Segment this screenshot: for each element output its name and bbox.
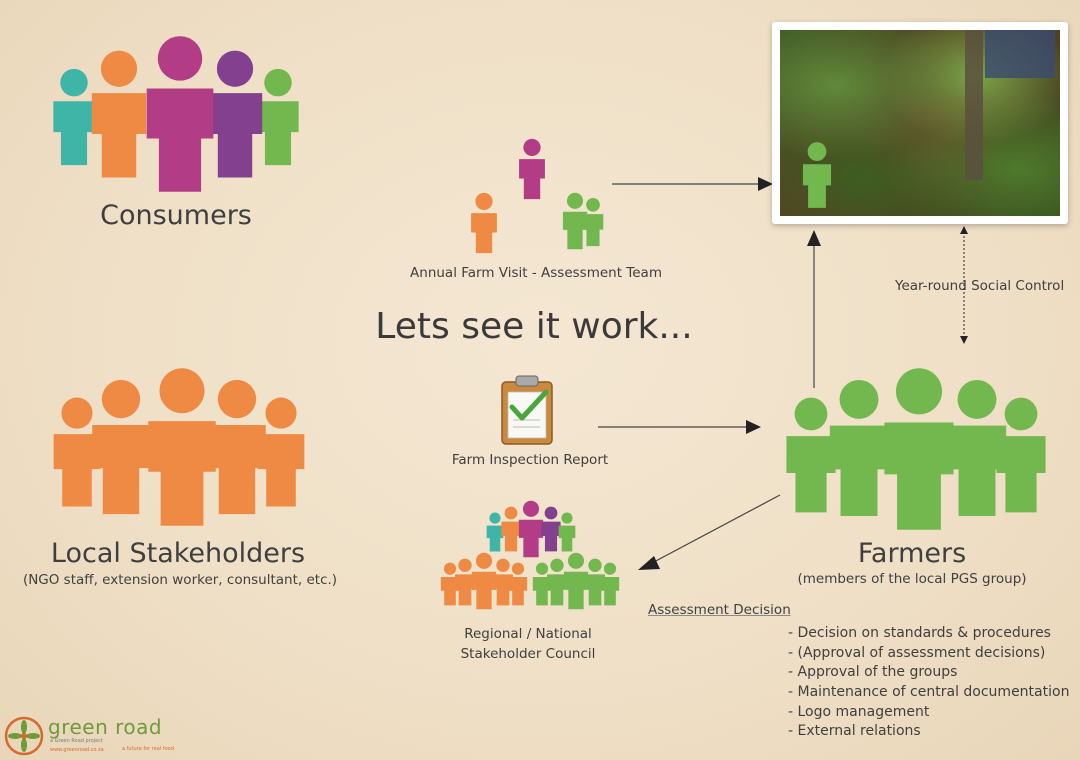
arrow-head-farmers-to-council (638, 556, 660, 570)
social-control-label: Year-round Social Control (895, 278, 1065, 294)
decision-list: - Decision on standards & procedures - (… (788, 624, 1069, 742)
inspection-report-label: Farm Inspection Report (451, 452, 609, 468)
logo-slogan: a future for real food (122, 746, 174, 752)
decision-item: - (Approval of assessment decisions) (788, 644, 1046, 661)
farmers-label: Farmers (857, 538, 967, 569)
farm-photo-image (780, 30, 1060, 216)
farmers-group-icon (786, 368, 1046, 530)
local-stakeholders-subtitle: (NGO staff, extension worker, consultant… (22, 572, 338, 588)
arrow-head-social-control-up (960, 226, 968, 234)
arrow-head-farmers-to-farm (807, 230, 821, 246)
decision-item: - Decision on standards & procedures (788, 625, 1051, 641)
flow-arrows (598, 177, 968, 570)
consumers-label: Consumers (100, 200, 252, 231)
council-label-line1: Regional / National (464, 626, 592, 642)
decision-item: - Maintenance of central documentation (788, 684, 1070, 701)
assessment-decision-title: Assessment Decision (648, 602, 791, 618)
farm-photo-figure (802, 30, 1055, 208)
clipboard-check-icon (501, 375, 553, 445)
local-stakeholders-label: Local Stakeholders (50, 538, 306, 569)
council-label-line2: Stakeholder Council (460, 646, 596, 662)
consumers-group-icon (53, 36, 299, 192)
arrow-head-team-to-farm (758, 177, 773, 191)
arrow-farmers-to-council (651, 494, 781, 564)
local-stakeholders-group-icon (53, 368, 305, 526)
decision-item: - Logo management (788, 703, 930, 720)
logo-tagline: a Green Road project (50, 738, 103, 744)
assessment-team-label: Annual Farm Visit - Assessment Team (410, 265, 662, 281)
farm-photo (772, 22, 1068, 224)
logo-url: www.greenroad.co.za (50, 747, 104, 753)
assessment-team-icon (471, 138, 604, 254)
logo-name: green road (48, 715, 163, 739)
farmers-subtitle: (members of the local PGS group) (797, 571, 1027, 587)
arrow-head-report-to-farmers (746, 420, 761, 434)
council-group-icon (440, 500, 620, 610)
decision-item: - External relations (788, 723, 921, 740)
decision-item: - Approval of the groups (788, 664, 958, 681)
page-headline: Lets see it work... (375, 306, 693, 347)
green-road-logo-mark (4, 716, 44, 756)
arrow-head-social-control-down (960, 336, 968, 344)
